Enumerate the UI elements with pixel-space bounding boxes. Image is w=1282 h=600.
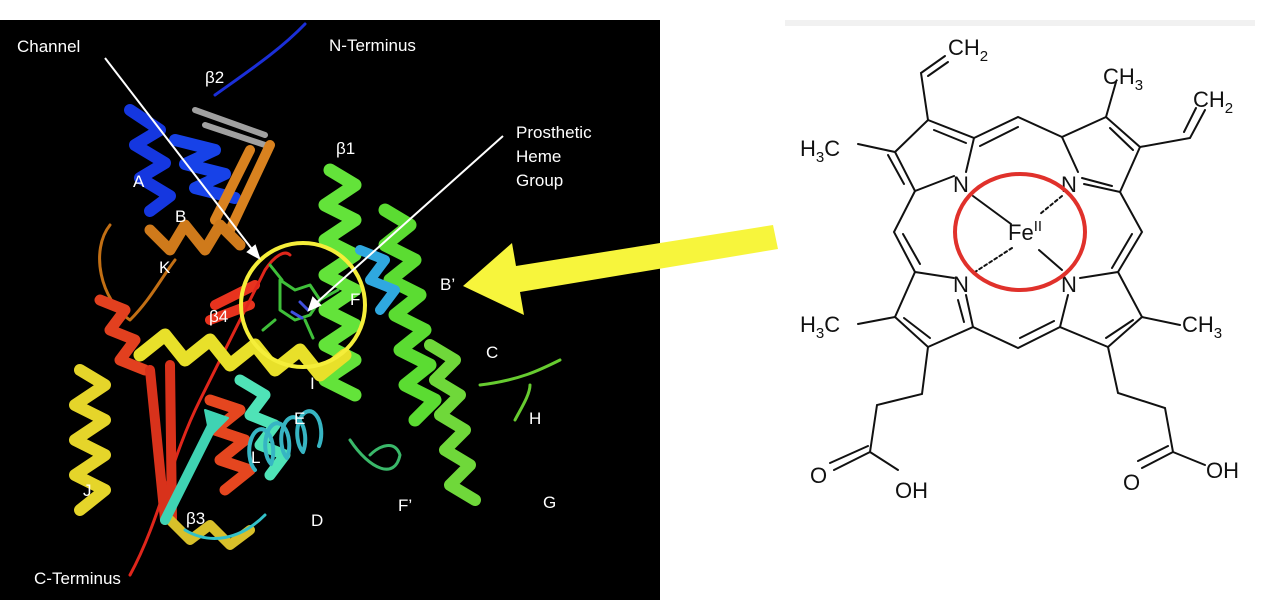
atom-fe: FeII	[1008, 218, 1042, 245]
heme-structure: N N N N FeII CH2 CH3 CH2 H3C H3C CH3 O O…	[800, 35, 1239, 503]
label-b: B	[175, 207, 186, 226]
helix-b-prime	[355, 245, 400, 315]
group-oh-left: OH	[895, 478, 928, 503]
label-prosthetic: Prosthetic	[516, 123, 592, 142]
n-terminus-strand	[213, 22, 307, 97]
label-f-prime: F’	[398, 496, 412, 515]
label-c: C	[486, 343, 498, 362]
beta3-arrowhead	[204, 409, 229, 437]
label-g: G	[543, 493, 556, 512]
pointer-channel	[104, 57, 261, 261]
group-ch2-top: CH2	[948, 35, 988, 65]
helix-c-green	[424, 339, 481, 506]
porphyrin-bonds	[829, 55, 1206, 471]
label-b-prime: B’	[440, 275, 455, 294]
atom-n-bottom-left: N	[953, 272, 969, 297]
group-ch3-bottom: CH3	[1182, 312, 1222, 342]
label-beta3: β3	[186, 509, 205, 528]
label-h: H	[529, 409, 541, 428]
label-j: J	[83, 481, 92, 500]
loop-h	[478, 358, 562, 422]
group-h3c-top: H3C	[800, 136, 840, 166]
label-e: E	[294, 409, 305, 428]
heme-highlight-circle	[239, 241, 367, 369]
group-ch3-top: CH3	[1103, 64, 1143, 94]
group-h3c-bottom: H3C	[800, 312, 840, 342]
atom-o-right: O	[1123, 470, 1140, 495]
atom-o-left: O	[810, 463, 827, 488]
yellow-connector-arrow	[463, 225, 778, 315]
label-group: Group	[516, 171, 563, 190]
label-beta1: β1	[336, 139, 355, 158]
beta-sheet-top	[192, 107, 268, 148]
helix-red	[94, 294, 151, 376]
heme-panel-top-shade	[785, 20, 1255, 26]
label-beta2: β2	[205, 68, 224, 87]
strand-beta3-cyan	[160, 415, 220, 525]
pointer-heme	[307, 135, 504, 312]
label-channel: Channel	[17, 37, 80, 56]
label-l: L	[251, 448, 260, 467]
helix-l-red	[204, 394, 256, 496]
atom-n-bottom-right: N	[1061, 272, 1077, 297]
helix-k	[144, 219, 246, 256]
label-n-terminus: N-Terminus	[329, 36, 416, 55]
group-oh-right: OH	[1206, 458, 1239, 483]
label-beta4: β4	[209, 307, 228, 326]
helix-d-cyan	[247, 409, 324, 472]
helix-g-green	[378, 203, 442, 427]
heme-arrowhead-icon	[307, 296, 322, 312]
label-i: I	[310, 374, 315, 393]
group-ch2-right: CH2	[1193, 87, 1233, 117]
channel-arrowhead-icon	[246, 244, 261, 261]
helix-yellow-bottom	[165, 515, 255, 550]
helix-i-yellow	[133, 328, 352, 382]
strand-red-j	[145, 360, 177, 525]
label-k: K	[159, 258, 171, 277]
loop-orange	[98, 223, 177, 322]
heme-nitrogens	[290, 300, 310, 320]
label-d: D	[311, 511, 323, 530]
label-heme: Heme	[516, 147, 561, 166]
iron-highlight-circle	[953, 172, 1087, 292]
helix-b	[169, 134, 241, 204]
label-f: F	[350, 290, 360, 309]
label-a: A	[133, 172, 145, 191]
helix-j-yellow	[69, 364, 111, 516]
strand-red-beta4	[205, 280, 260, 325]
loop-cyan	[183, 513, 267, 540]
heme-panel-background	[785, 20, 1255, 580]
loop-f-prime	[348, 438, 402, 471]
atom-n-top-left: N	[953, 172, 969, 197]
label-c-terminus: C-Terminus	[34, 569, 121, 588]
